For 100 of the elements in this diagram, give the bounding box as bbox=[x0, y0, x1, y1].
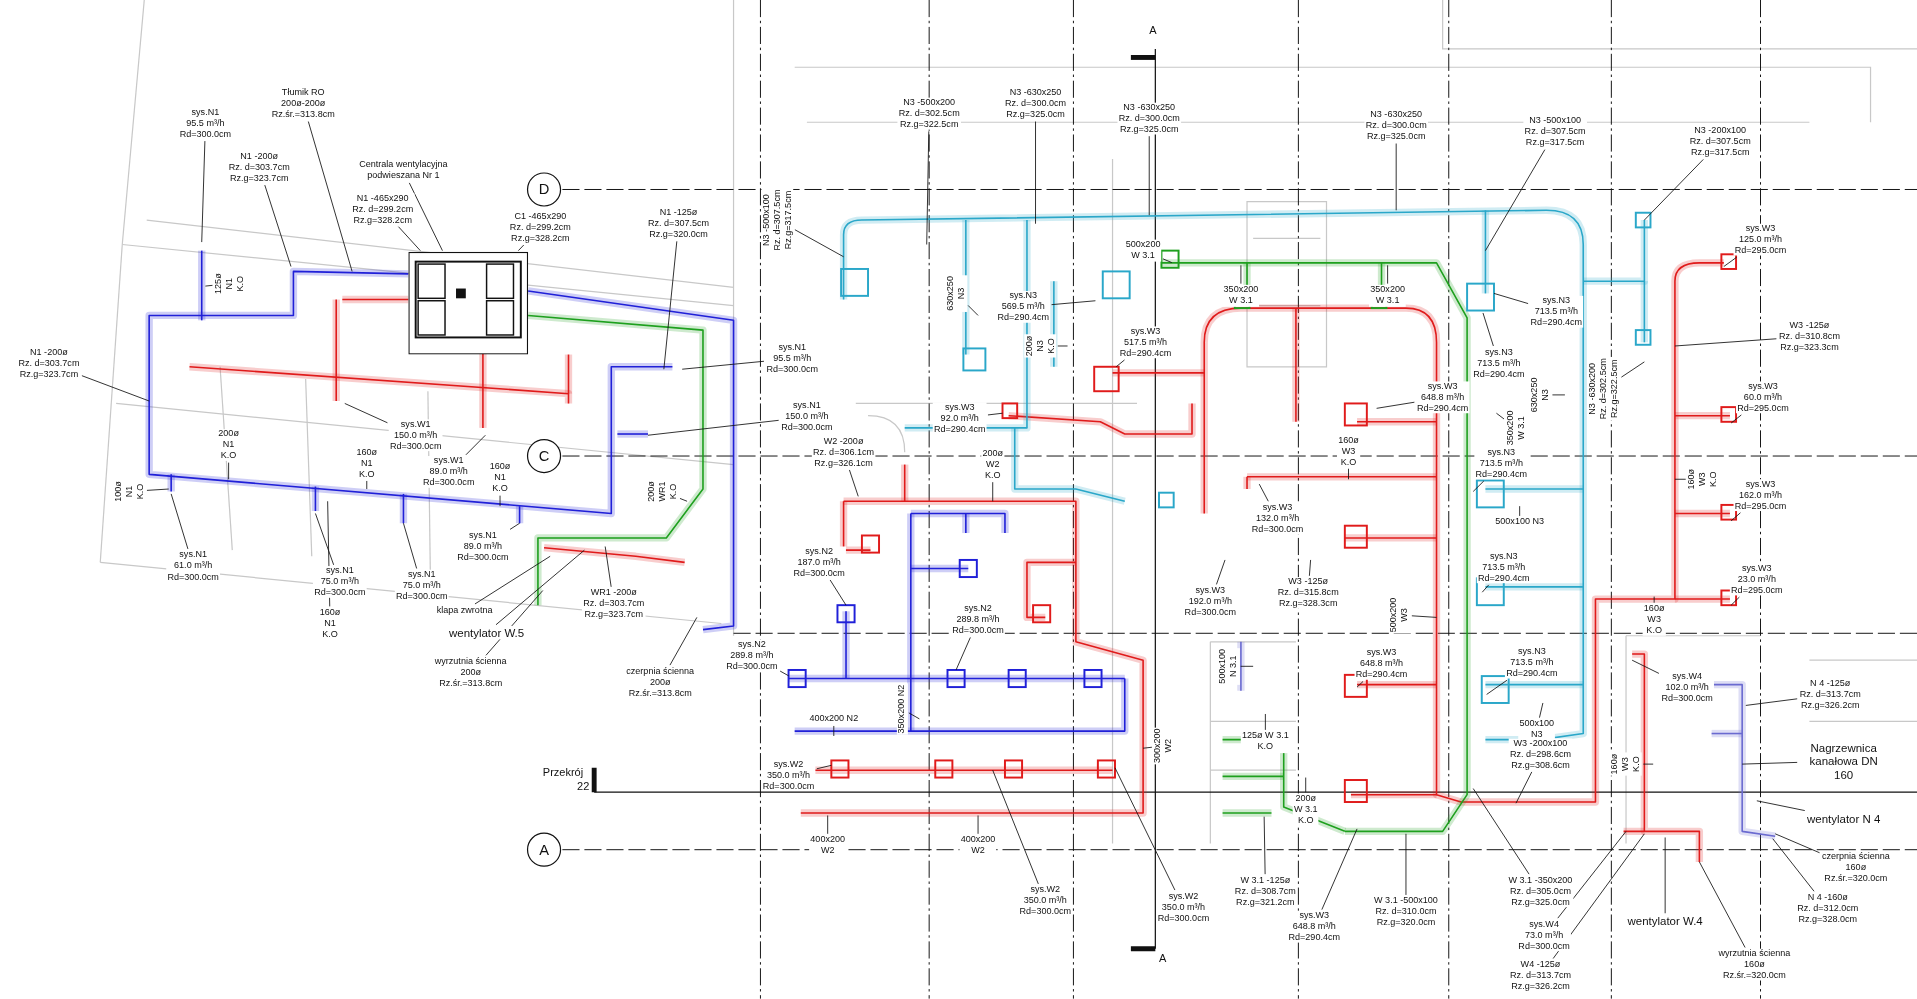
callout-label: WR1 -200ø Rz. d=303.7cm Rz.g=323.7cm bbox=[582, 588, 646, 621]
duct-size-label: N3 -500x100 Rz. d=307.5cm Rz.g=317.5cm bbox=[761, 188, 794, 252]
leader-line bbox=[1519, 505, 1521, 517]
leader-line bbox=[403, 522, 418, 569]
leader-line bbox=[366, 480, 368, 490]
callout-label: sys.W3 648.8 m³/h Rd=290.4cm bbox=[1415, 381, 1470, 414]
leader-line bbox=[1405, 833, 1407, 896]
leader-line bbox=[465, 434, 486, 456]
callout-label: N3 -630x250 Rz. d=300.0cm Rz.g=325.0cm bbox=[1364, 110, 1428, 143]
leader-line bbox=[1730, 414, 1742, 424]
duct-size-label: 200ø N3 K.O bbox=[1024, 334, 1057, 358]
leader-line bbox=[992, 481, 994, 502]
leader-line bbox=[1472, 788, 1530, 875]
duct-size-label: 350x200 W 3.1 bbox=[1222, 284, 1260, 307]
duct-size-label: 125ø W 3.1 K.O bbox=[1240, 731, 1290, 753]
leader-line bbox=[1148, 135, 1150, 216]
callout-label: sys.N1 95.5 m³/h Rd=300.0cm bbox=[765, 342, 820, 375]
callout-label: N3 -500x100 Rz. d=307.5cm Rz.g=317.5cm bbox=[1523, 116, 1587, 149]
leader-line bbox=[1723, 256, 1738, 267]
leader-line bbox=[1631, 659, 1660, 674]
duct-size-label: 500x200 W3 bbox=[1389, 596, 1411, 634]
leader-line bbox=[1515, 771, 1533, 804]
leader-line bbox=[681, 360, 765, 370]
leader-line bbox=[1557, 830, 1627, 919]
callout-label: sys.W3 192.0 m³/h Rd=300.0cm bbox=[1183, 585, 1238, 618]
leader-line bbox=[146, 488, 170, 491]
callout-label: W4 -125ø Rz. d=313.7cm Rz.g=326.2cm bbox=[1508, 959, 1573, 992]
callout-label: wyrzutnia ścienna 200ø Rz.śr.=313.8cm bbox=[433, 656, 508, 689]
leader-line bbox=[1051, 300, 1096, 306]
callout-label: sys.W4 73.0 m³/h Rd=300.0cm bbox=[1517, 919, 1572, 952]
callout-label: N1 -200ø Rz. d=303.7cm Rz.g=323.7cm bbox=[17, 347, 81, 380]
callout-label: sys.W1 150.0 m³/h Rd=300.0cm bbox=[388, 419, 443, 452]
leader-line bbox=[1387, 264, 1389, 285]
callout-label: N 4 -125ø Rz. d=313.7cm Rz.g=326.2cm bbox=[1798, 678, 1862, 711]
leader-line bbox=[1496, 412, 1505, 420]
leader-line bbox=[499, 495, 501, 507]
grid-bubble: C bbox=[526, 438, 562, 474]
leader-line bbox=[1258, 483, 1269, 502]
leader-line bbox=[1653, 596, 1655, 604]
leader-line bbox=[1698, 861, 1746, 948]
leader-line bbox=[1263, 816, 1266, 875]
callout-label: sys.N3 713.5 m³/h Rd=290.4cm bbox=[1471, 347, 1526, 380]
leader-line bbox=[849, 469, 859, 497]
leader-line bbox=[1481, 584, 1490, 593]
duct-size-label: 350x200 W 3.1 bbox=[1505, 409, 1527, 447]
leader-line bbox=[926, 130, 930, 245]
leader-line bbox=[779, 670, 790, 677]
callout-label: N1 -200ø Rz. d=303.7cm Rz.g=323.7cm bbox=[227, 151, 291, 184]
leader-line bbox=[398, 226, 421, 252]
leader-line bbox=[647, 419, 780, 436]
leader-line bbox=[1115, 359, 1125, 368]
leader-line bbox=[829, 579, 847, 606]
leader-line bbox=[1114, 767, 1176, 891]
callout-label: N1 -465x290 Rz. d=299.2cm Rz.g=328.2cm bbox=[350, 193, 415, 226]
callout-label: sys.N1 75.0 m³/h Rd=300.0cm bbox=[312, 566, 367, 599]
callout-label: N3 -500x200 Rz. d=302.5cm Rz.g=322.5cm bbox=[897, 97, 961, 131]
leader-line bbox=[204, 284, 213, 287]
leader-line bbox=[1411, 615, 1437, 618]
leader-line bbox=[474, 555, 551, 605]
duct-size-label: 500x100 N 3.1 bbox=[1217, 647, 1240, 685]
callout-label: sys.N3 569.5 m³/h Rd=290.4cm bbox=[996, 290, 1051, 324]
callout-label: 200ø N1 K.O bbox=[217, 429, 241, 462]
leader-line bbox=[604, 546, 612, 588]
leader-line bbox=[1240, 665, 1254, 667]
callout-label: sys.N3 713.5 m³/h Rd=290.4cm bbox=[1476, 551, 1531, 584]
callout-label: W3 -200x100 Rz. d=298.6cm Rz.g=308.6cm bbox=[1508, 738, 1573, 771]
duct-size-label: 200ø WR1 K.O bbox=[646, 479, 679, 503]
grid-bubble: D bbox=[526, 172, 562, 207]
leader-line bbox=[1485, 149, 1546, 252]
leader-line bbox=[408, 182, 443, 252]
callout-label: 160ø W3 K.O bbox=[1642, 603, 1666, 637]
callout-label: 160ø N1 K.O bbox=[318, 607, 342, 640]
leader-line bbox=[201, 140, 206, 243]
callout-label: N3 -630x250 Rz. d=300.0cm Rz.g=325.0cm bbox=[1117, 102, 1181, 135]
leader-line bbox=[1756, 800, 1806, 811]
leader-line bbox=[495, 549, 585, 626]
callout-label: sys.W2 350.0 m³/h Rd=300.0cm bbox=[1156, 891, 1211, 924]
leader-line bbox=[1035, 121, 1036, 225]
callout-label: sys.W3 23.0 m³/h Rd=295.0cm bbox=[1729, 563, 1784, 596]
callout-label: sys.N1 89.0 m³/h Rd=300.0cm bbox=[455, 530, 510, 563]
callout-label: sys.W3 648.8 m³/h Rd=290.4cm bbox=[1287, 910, 1342, 944]
leader-line bbox=[1348, 468, 1349, 480]
callout-label: sys.W4 102.0 m³/h Rd=300.0cm bbox=[1660, 671, 1715, 704]
callout-label: W2 -200ø Rz. d=306.1cm Rz.g=326.1cm bbox=[811, 436, 876, 469]
duct-size-label: Centrala wentylacyjna podwieszana Nr 1 bbox=[358, 160, 449, 182]
callout-label: sys.W3 92.0 m³/h Rd=290.4cm bbox=[932, 402, 987, 435]
section-mark-label: A bbox=[1159, 952, 1167, 965]
leader-line bbox=[1745, 698, 1798, 706]
leader-line bbox=[1057, 345, 1068, 347]
leader-line bbox=[816, 764, 832, 770]
callout-label: W 3.1 -500x100 Rz. d=310.0cm Rz.g=320.0cm bbox=[1372, 896, 1440, 929]
leader-line bbox=[170, 493, 189, 550]
leader-line bbox=[794, 229, 844, 258]
leader-line bbox=[908, 712, 920, 720]
leader-line bbox=[1643, 159, 1704, 221]
leader-line bbox=[1674, 338, 1777, 347]
callout-label: sys.N3 713.5 m³/h Rd=290.4cm bbox=[1504, 646, 1559, 679]
callout-label: W3 -125ø Rz. d=315.8cm Rz.g=328.3cm bbox=[1276, 577, 1340, 610]
leader-line bbox=[992, 769, 1039, 885]
callout-label: 200ø W 3.1 K.O bbox=[1292, 793, 1319, 826]
